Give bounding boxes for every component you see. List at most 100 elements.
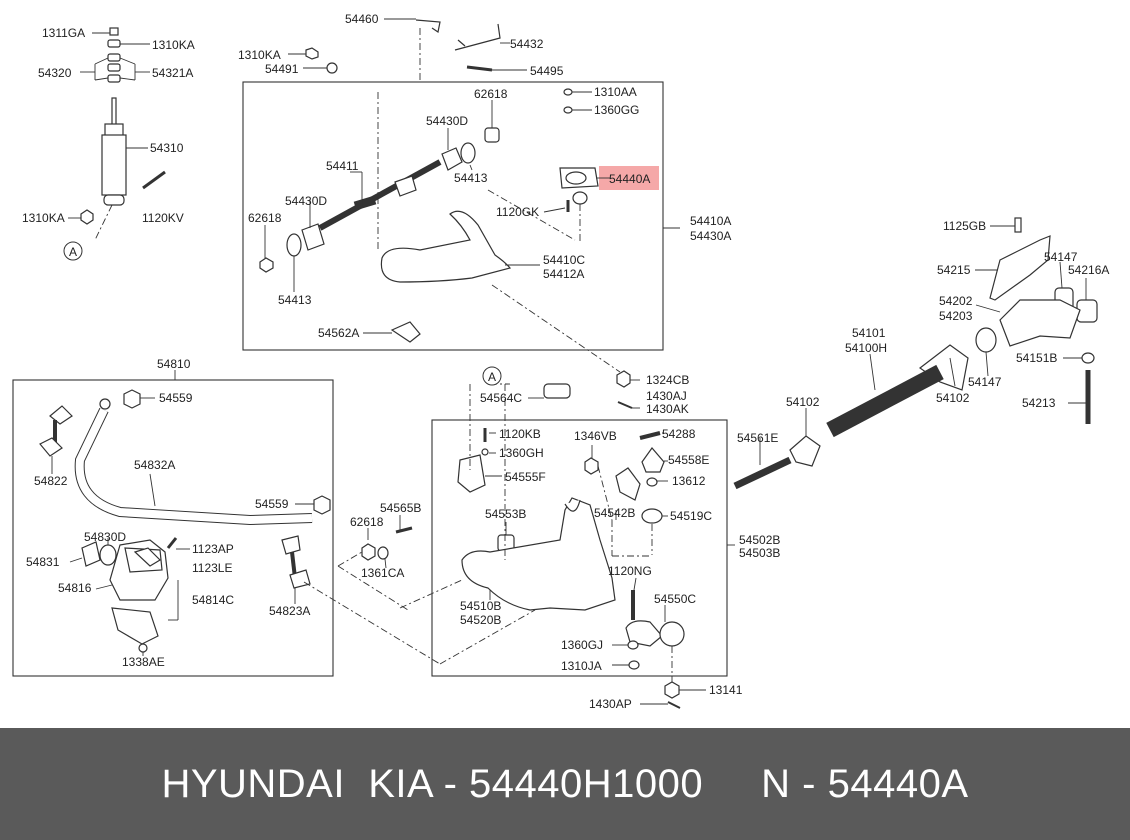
part-label-54413-a: 54413 [454,171,488,185]
part-label-54510b: 54510B [460,599,501,613]
drive-shaft-parts [733,217,1098,490]
part-label-54203: 54203 [939,309,973,323]
part-label-54147-a: 54147 [1044,250,1078,264]
part-label-54503b: 54503B [739,546,780,560]
lower-arm-frame [431,419,728,677]
part-label-1123ap: 1123AP [192,542,234,556]
part-number-caption: HYUNDAI KIA - 54440H1000 N - 54440A [161,761,969,806]
part-label-54519c: 54519C [670,509,712,523]
stabilizer-leaders [51,370,314,656]
part-label-54550c: 54550C [654,592,696,606]
part-label-54520b: 54520B [460,613,501,627]
part-label-54822: 54822 [34,474,68,488]
part-label-54288: 54288 [662,427,696,441]
part-label-1338ae: 1338AE [122,655,165,669]
part-label-54555f: 54555F [505,470,546,484]
stabilizer-parts [39,389,331,653]
part-label-54410a: 54410A [690,214,731,228]
part-label-54202: 54202 [939,294,973,308]
part-label-54412a: 54412A [543,267,584,281]
part-label-54495: 54495 [530,64,564,78]
parts-diagram: A A 1311GA 1310KA 54320 54321A 54310 1310KA 11… [12,12,1109,711]
part-label-54100h: 54100H [845,341,887,355]
part-label-54830d: 54830D [84,530,126,544]
part-label-54823a: 54823A [269,604,310,618]
svg-text:A: A [488,370,496,384]
stabilizer-frame [12,379,334,677]
part-label-1120ng: 1120NG [608,564,652,578]
part-label-54440a: 54440A [609,172,650,186]
part-label-1123le: 1123LE [192,561,232,575]
part-label-54102-a: 54102 [786,395,820,409]
upper-arm-frame [242,81,664,351]
part-label-1324cb: 1324CB [646,373,689,387]
part-label-54147-b: 54147 [968,375,1002,389]
part-label-54816: 54816 [58,581,92,595]
part-label-54491: 54491 [265,62,299,76]
drive-shaft-leaders [759,225,1087,465]
part-label-54562a: 54562A [318,326,359,340]
part-label-54151b: 54151B [1016,351,1057,365]
part-label-1430ak: 1430AK [646,402,689,416]
part-label-1310ka-c: 1310KA [238,48,281,62]
part-label-54432: 54432 [510,37,544,51]
upper-arm-parts [259,19,599,343]
part-label-54430d-a: 54430D [426,114,468,128]
part-label-54460: 54460 [345,12,379,26]
part-label-1310ka-a: 1310KA [152,38,195,52]
part-label-1310ka-b: 1310KA [22,211,65,225]
part-label-54310: 54310 [150,141,184,155]
part-label-54101: 54101 [852,326,886,340]
part-label-1120gk: 1120GK [496,205,539,219]
part-label-13612: 13612 [672,474,706,488]
lower-arm-leaders [367,379,735,705]
part-label-54565b: 54565B [380,501,421,515]
part-label-54213: 54213 [1022,396,1056,410]
part-label-54553b: 54553B [485,507,526,521]
part-label-54564c: 54564C [480,391,522,405]
part-label-54410c: 54410C [543,253,585,267]
part-label-1361ca: 1361CA [361,566,404,580]
part-label-1430ap: 1430AP [589,697,632,711]
part-label-54559-a: 54559 [159,391,193,405]
part-label-1120kv: 1120KV [142,211,184,225]
part-label-1310ja: 1310JA [561,659,602,673]
part-label-54559-b: 54559 [255,497,289,511]
part-labels: 1311GA 1310KA 54320 54321A 54310 1310KA 1120KV… [22,12,1109,711]
part-label-54814c: 54814C [192,593,234,607]
part-label-1120kb: 1120KB [499,427,541,441]
part-label-13141: 13141 [709,683,743,697]
footer-bar: HYUNDAI KIA - 54440H1000 N - 54440A [0,728,1130,840]
part-label-62618-b: 62618 [248,211,282,225]
part-label-54321a: 54321A [152,66,193,80]
part-label-54411: 54411 [326,159,359,173]
part-label-54430d-b: 54430D [285,194,327,208]
part-label-54558e: 54558E [668,453,709,467]
part-label-62618-a: 62618 [474,87,508,101]
part-label-54430a: 54430A [690,229,731,243]
part-label-54413-b: 54413 [278,293,312,307]
part-label-54320: 54320 [38,66,72,80]
part-label-1360gh: 1360GH [499,446,544,460]
svg-text:A: A [69,245,77,259]
connector-lines [303,284,673,682]
part-label-62618-c: 62618 [350,515,384,529]
part-label-54502b: 54502B [739,533,780,547]
shock-absorber [80,27,166,225]
lower-arm-parts [361,370,685,709]
part-label-54215: 54215 [937,263,971,277]
part-label-1360gj: 1360GJ [561,638,603,652]
shock-leaders [68,32,150,241]
part-label-1311ga: 1311GA [42,26,85,40]
part-label-54810: 54810 [157,357,191,371]
part-label-1125gb: 1125GB [943,219,986,233]
part-label-1430aj: 1430AJ [646,389,687,403]
part-label-54542b: 54542B [594,506,635,520]
part-label-54831: 54831 [26,555,60,569]
part-label-1310aa: 1310AA [594,85,637,99]
part-label-54832a: 54832A [134,458,175,472]
part-label-54561e: 54561E [737,431,778,445]
marker-a-lower: A [482,366,502,386]
upper-arm-leaders [264,18,680,334]
part-label-1360gg: 1360GG [594,103,639,117]
